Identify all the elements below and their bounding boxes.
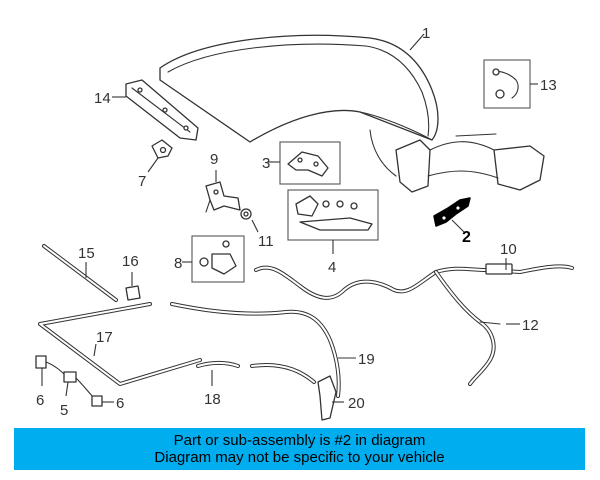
leader-17 bbox=[93, 343, 97, 357]
label-6a: 6 bbox=[36, 392, 44, 409]
part-9-bracket bbox=[205, 181, 241, 213]
label-1: 1 bbox=[422, 25, 430, 42]
part-19-seal bbox=[170, 302, 341, 398]
label-17: 17 bbox=[96, 329, 113, 346]
part-3-kit-box bbox=[279, 141, 341, 185]
part-latch-assembly bbox=[369, 129, 545, 193]
part-18-seal bbox=[196, 361, 240, 368]
label-7: 7 bbox=[138, 173, 146, 190]
label-11: 11 bbox=[258, 233, 274, 250]
part-1-top-shell bbox=[159, 34, 439, 143]
leader-7 bbox=[147, 157, 159, 173]
part-7-clip bbox=[151, 139, 173, 159]
label-16: 16 bbox=[122, 253, 139, 270]
part-20-bracket bbox=[317, 375, 337, 421]
label-14: 14 bbox=[94, 90, 111, 107]
part-2-highlighted-bracket bbox=[433, 197, 471, 227]
leader-1 bbox=[409, 33, 425, 51]
part-10-12-harness bbox=[254, 263, 574, 386]
label-13: 13 bbox=[540, 77, 557, 94]
label-9: 9 bbox=[210, 151, 218, 168]
part-5-6-sensor bbox=[35, 355, 103, 407]
part-8-kit-box bbox=[191, 235, 245, 283]
banner-line-1: Part or sub-assembly is #2 in diagram bbox=[173, 432, 426, 449]
part-15-strip bbox=[42, 244, 118, 302]
part-17-seal bbox=[38, 302, 202, 386]
label-12: 12 bbox=[522, 317, 539, 334]
label-19: 19 bbox=[358, 351, 375, 368]
banner-line-2: Diagram may not be specific to your vehi… bbox=[154, 449, 445, 466]
part-16-block bbox=[125, 285, 141, 301]
part-13-kit-box bbox=[483, 59, 531, 109]
leader-11 bbox=[251, 219, 259, 233]
info-banner: Part or sub-assembly is #2 in diagram Di… bbox=[14, 428, 585, 470]
label-2: 2 bbox=[462, 229, 471, 246]
label-3: 3 bbox=[262, 155, 270, 172]
label-4: 4 bbox=[328, 259, 336, 276]
part-14-header-bracket bbox=[125, 79, 199, 141]
part-4-kit-box bbox=[287, 189, 379, 241]
label-10: 10 bbox=[500, 241, 517, 258]
part-11-bolt bbox=[240, 208, 252, 220]
leader-5 bbox=[65, 381, 69, 397]
label-18: 18 bbox=[204, 391, 221, 408]
label-15: 15 bbox=[78, 245, 95, 262]
label-8: 8 bbox=[174, 255, 182, 272]
parts-diagram: 1 2 3 4 5 6 6 7 8 9 10 11 12 13 14 15 16… bbox=[35, 25, 574, 421]
label-5: 5 bbox=[60, 402, 68, 419]
leader-2 bbox=[451, 219, 465, 233]
label-6b: 6 bbox=[116, 395, 124, 412]
label-20: 20 bbox=[348, 395, 365, 412]
